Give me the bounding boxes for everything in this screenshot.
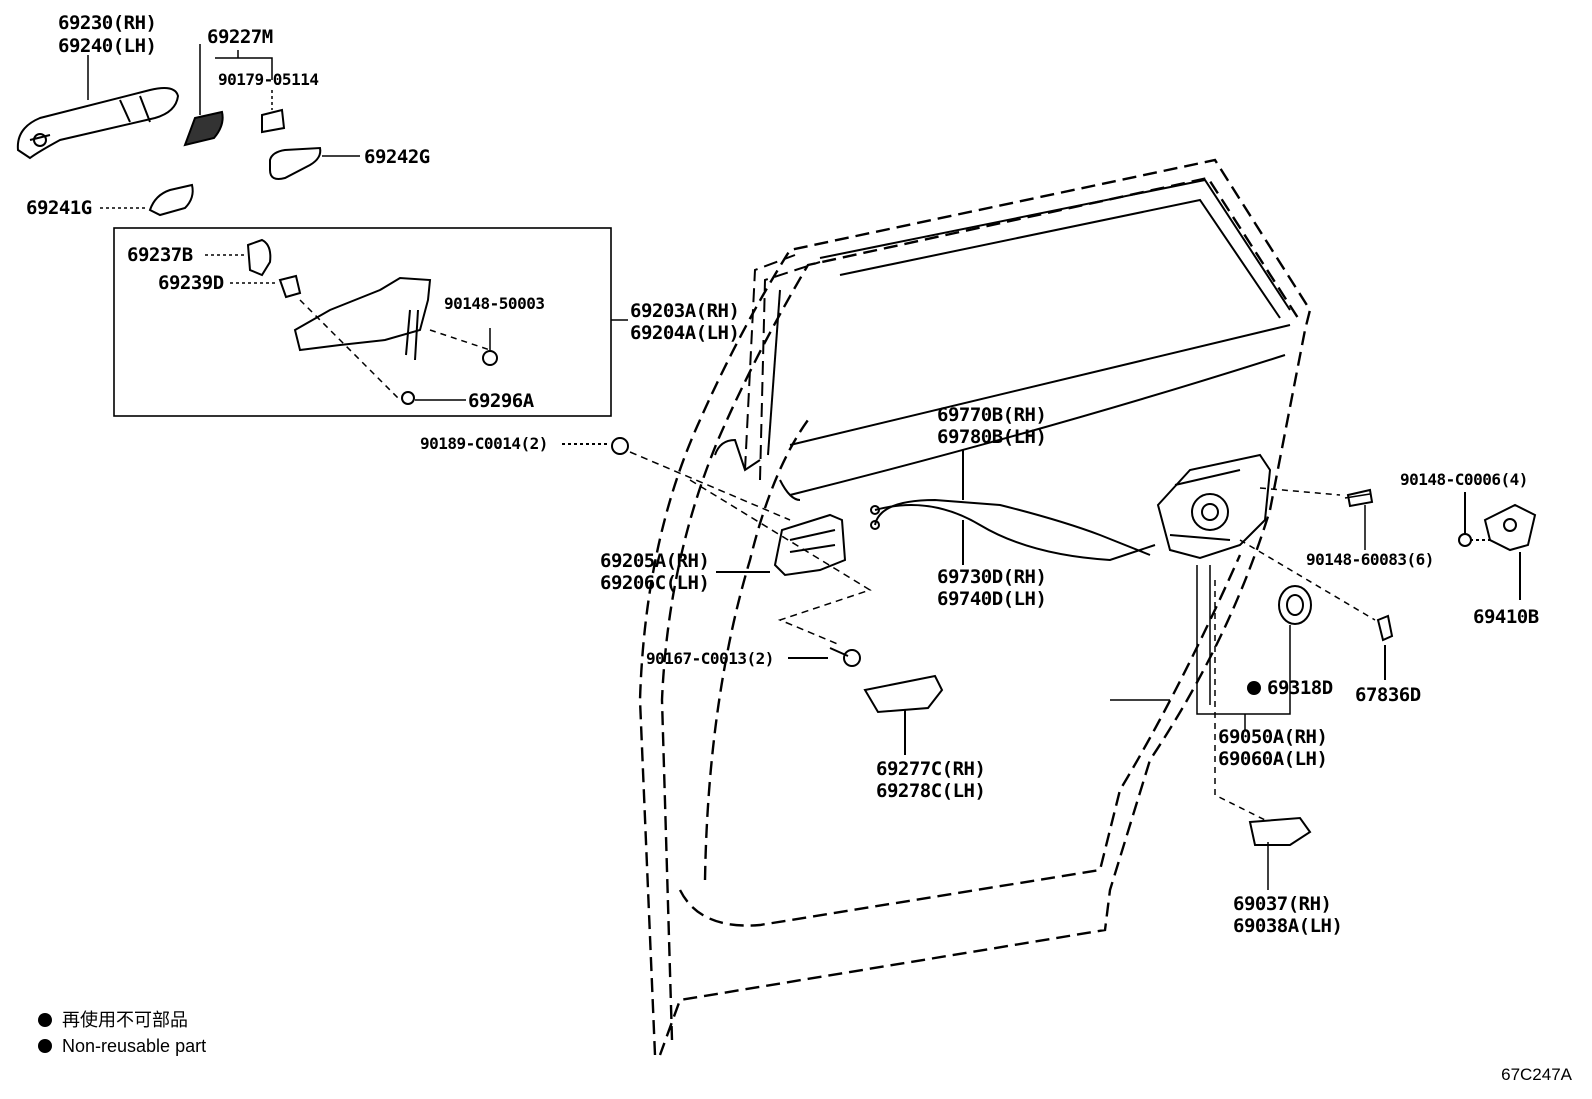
label-69318D: 69318D	[1247, 677, 1333, 699]
handle-cap-drawing	[148, 108, 322, 217]
label-69205A: 69205A(RH)	[600, 550, 710, 572]
label-69204A: 69204A(LH)	[630, 322, 740, 344]
label-69410B: 69410B	[1473, 606, 1539, 628]
label-69227M: 69227M	[207, 26, 273, 48]
label-69240: 69240(LH)	[58, 35, 157, 57]
label-69242G: 69242G	[364, 146, 430, 168]
label-90148-C0006: 90148-C0006(4)	[1400, 470, 1528, 489]
label-69770B: 69770B(RH)	[937, 404, 1047, 426]
label-69780B: 69780B(LH)	[937, 426, 1047, 448]
frame-assembly-drawing	[246, 238, 498, 405]
label-69060A: 69060A(LH)	[1218, 748, 1328, 770]
legend-english: Non-reusable part	[38, 1035, 206, 1057]
label-69278C: 69278C(LH)	[876, 780, 986, 802]
striker-drawing	[1458, 492, 1537, 600]
label-69206C: 69206C(LH)	[600, 572, 710, 594]
label-90189: 90189-C0014(2)	[420, 434, 548, 453]
label-69740D: 69740D(LH)	[937, 588, 1047, 610]
label-69237B: 69237B	[127, 244, 193, 266]
legend-dot-icon	[38, 1013, 52, 1027]
label-69203A: 69203A(RH)	[630, 300, 740, 322]
label-69037: 69037(RH)	[1233, 893, 1332, 915]
top-leader-lines	[87, 44, 360, 209]
door-lock-drawing	[1156, 453, 1272, 560]
door-window-dashed-frame	[744, 254, 821, 481]
label-90148-50003: 90148-50003	[444, 294, 545, 313]
label-69239D: 69239D	[158, 272, 224, 294]
label-90148-60083: 90148-60083(6)	[1306, 550, 1434, 569]
label-67836D: 67836D	[1355, 684, 1421, 706]
door-outline	[638, 158, 1312, 1056]
label-69296A: 69296A	[468, 390, 534, 412]
label-69730D: 69730D(RH)	[937, 566, 1047, 588]
door-window-frame	[714, 178, 1291, 501]
frame-assembly-leaders	[205, 254, 628, 401]
screw-90189	[562, 437, 629, 455]
label-69277C: 69277C(RH)	[876, 758, 986, 780]
label-90167: 90167-C0013(2)	[646, 649, 774, 668]
legend-english-text: Non-reusable part	[62, 1036, 207, 1056]
label-69230: 69230(RH)	[58, 12, 157, 34]
label-90179: 90179-05114	[218, 70, 319, 89]
label-69038A: 69038A(LH)	[1233, 915, 1343, 937]
legend-dot-icon	[38, 1039, 52, 1053]
inside-handle-dashed-leaders	[629, 451, 872, 646]
outside-handle-drawing	[16, 87, 180, 160]
non-reusable-dot	[1247, 681, 1261, 695]
lock-leaders	[1196, 487, 1376, 890]
cover-69277C	[863, 674, 944, 755]
legend-japanese: 再使用不可部品	[38, 1009, 188, 1031]
frame-assembly-box	[113, 227, 612, 417]
legend-japanese-text: 再使用不可部品	[62, 1010, 188, 1030]
inside-handle-drawing	[716, 513, 847, 577]
label-69050A: 69050A(RH)	[1218, 726, 1328, 748]
bolt-90167	[788, 647, 861, 667]
cable-drawing	[870, 450, 1156, 565]
label-69241G: 69241G	[26, 197, 92, 219]
parts-lock-misc	[1248, 488, 1394, 846]
label-69318D-text: 69318D	[1267, 677, 1333, 699]
diagram-code: 67C247A	[1501, 1065, 1572, 1084]
